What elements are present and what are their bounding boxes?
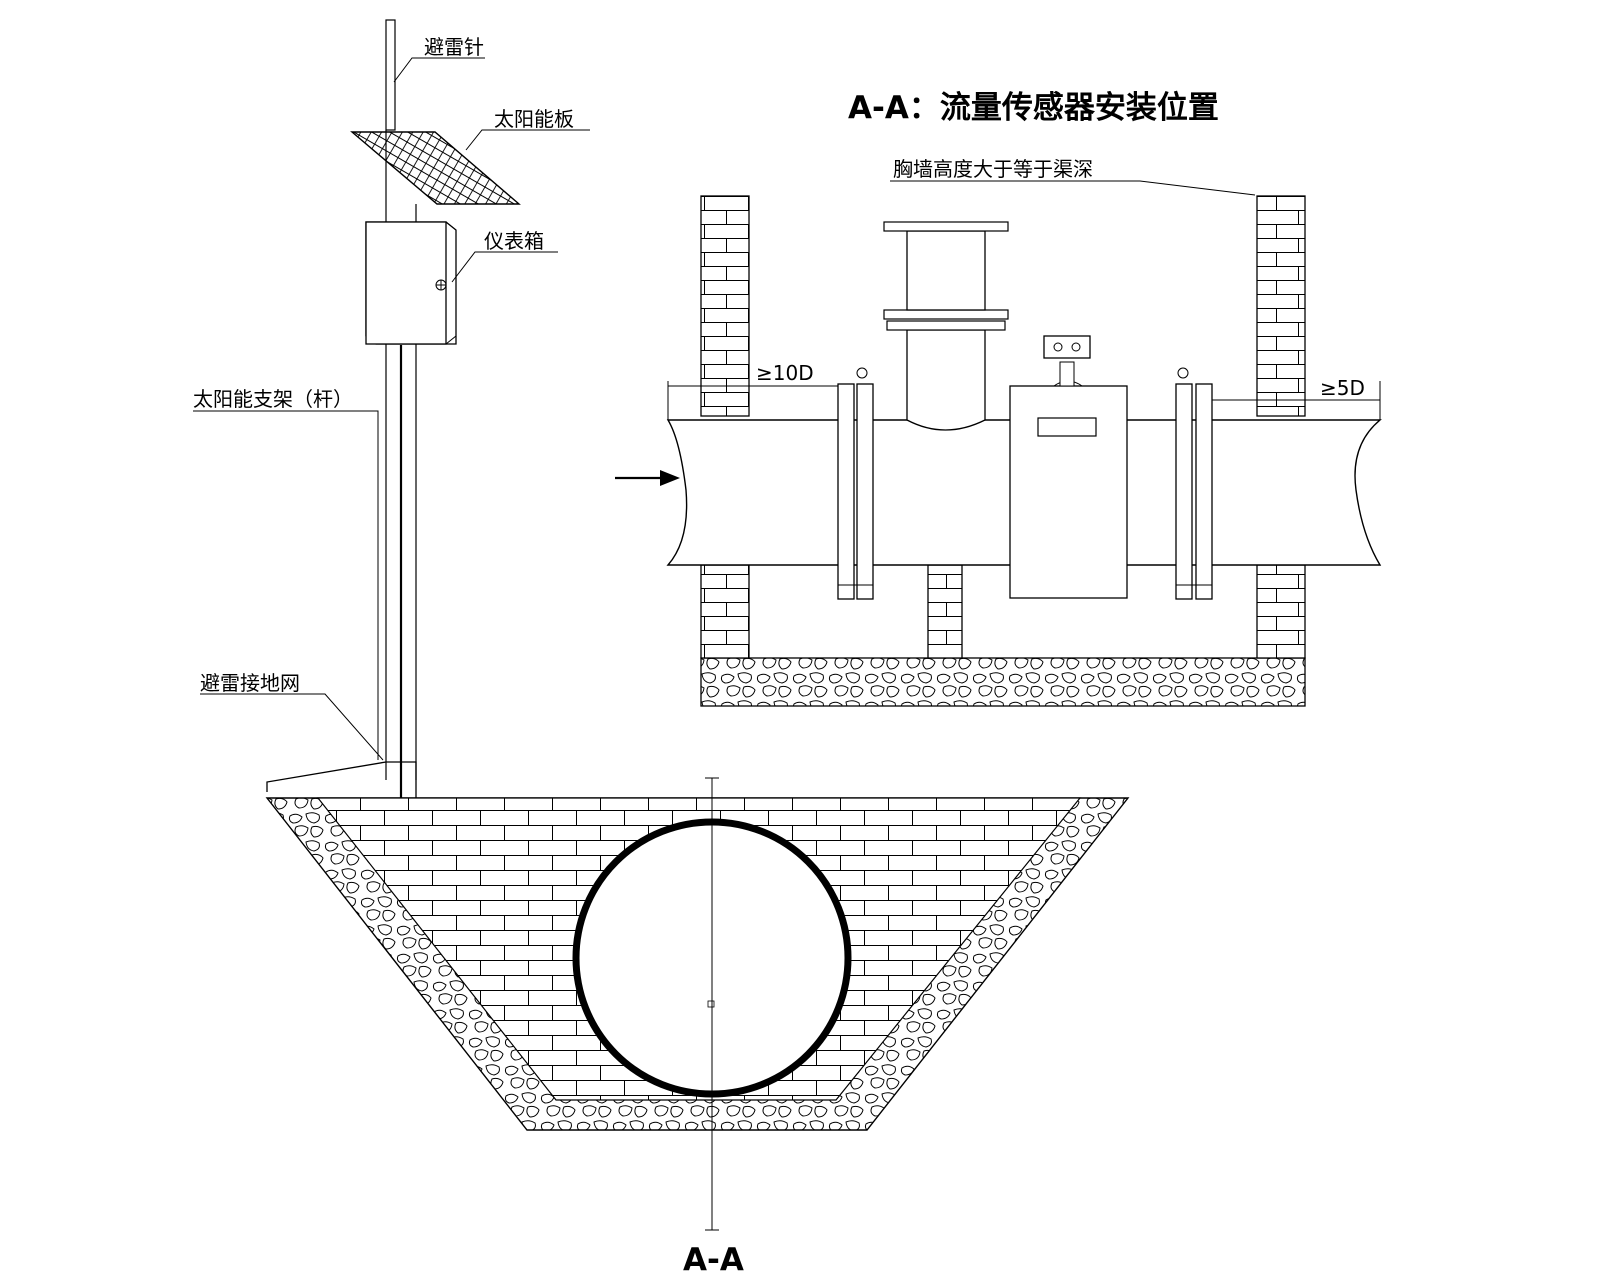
- riser-pipe: [883, 221, 1009, 431]
- downstream-dimension: ≥5D: [1320, 376, 1365, 400]
- foundation-stone-bed: [700, 657, 1306, 707]
- flow-direction-arrow-icon: [615, 470, 680, 486]
- instrument-box: [365, 221, 457, 345]
- middle-lower-support: [927, 564, 963, 659]
- upstream-flange: [837, 367, 874, 600]
- ground-surface: [266, 761, 417, 798]
- leader-lines: [193, 57, 1256, 761]
- upstream-dimension: ≥10D: [756, 361, 814, 385]
- solar-panel-label: 太阳能板: [494, 107, 574, 131]
- left-breast-wall: [700, 195, 750, 417]
- solar-panel: [350, 131, 521, 205]
- flow-sensor: [1009, 335, 1128, 599]
- ground-net-label: 避雷接地网: [200, 671, 300, 695]
- lightning-rod: [385, 19, 396, 131]
- breast-wall-label: 胸墙高度大于等于渠深: [893, 157, 1093, 181]
- section-label: A-A: [683, 1242, 744, 1278]
- dimension-lines: [667, 381, 1381, 420]
- solar-pole-label: 太阳能支架（杆）: [193, 387, 353, 411]
- right-lower-support: [1256, 564, 1306, 659]
- diagram-title: A-A：流量传感器安装位置: [848, 90, 1219, 126]
- instrument-box-label: 仪表箱: [484, 229, 544, 253]
- lightning-rod-label: 避雷针: [424, 35, 484, 59]
- pipe-cross-section: [572, 815, 852, 1100]
- downstream-flange: [1175, 367, 1213, 600]
- right-breast-wall: [1256, 195, 1306, 417]
- left-lower-support: [700, 564, 750, 659]
